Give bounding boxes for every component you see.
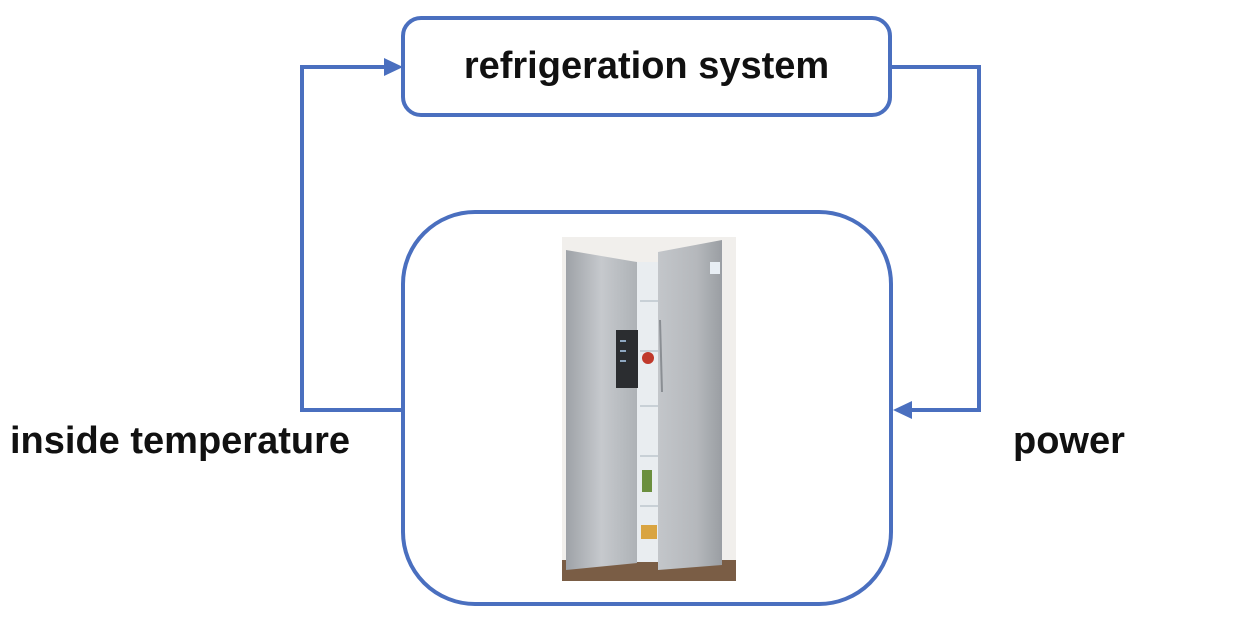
feedback-label: inside temperature xyxy=(10,420,350,462)
feedback-arrowhead xyxy=(384,58,403,76)
refrigerator-photo xyxy=(562,237,736,581)
power-line xyxy=(890,65,981,412)
feedback-line xyxy=(300,65,403,412)
power-arrowhead xyxy=(893,401,912,419)
input-label: power xyxy=(1013,420,1125,462)
system-block-label: refrigeration system xyxy=(463,45,830,87)
